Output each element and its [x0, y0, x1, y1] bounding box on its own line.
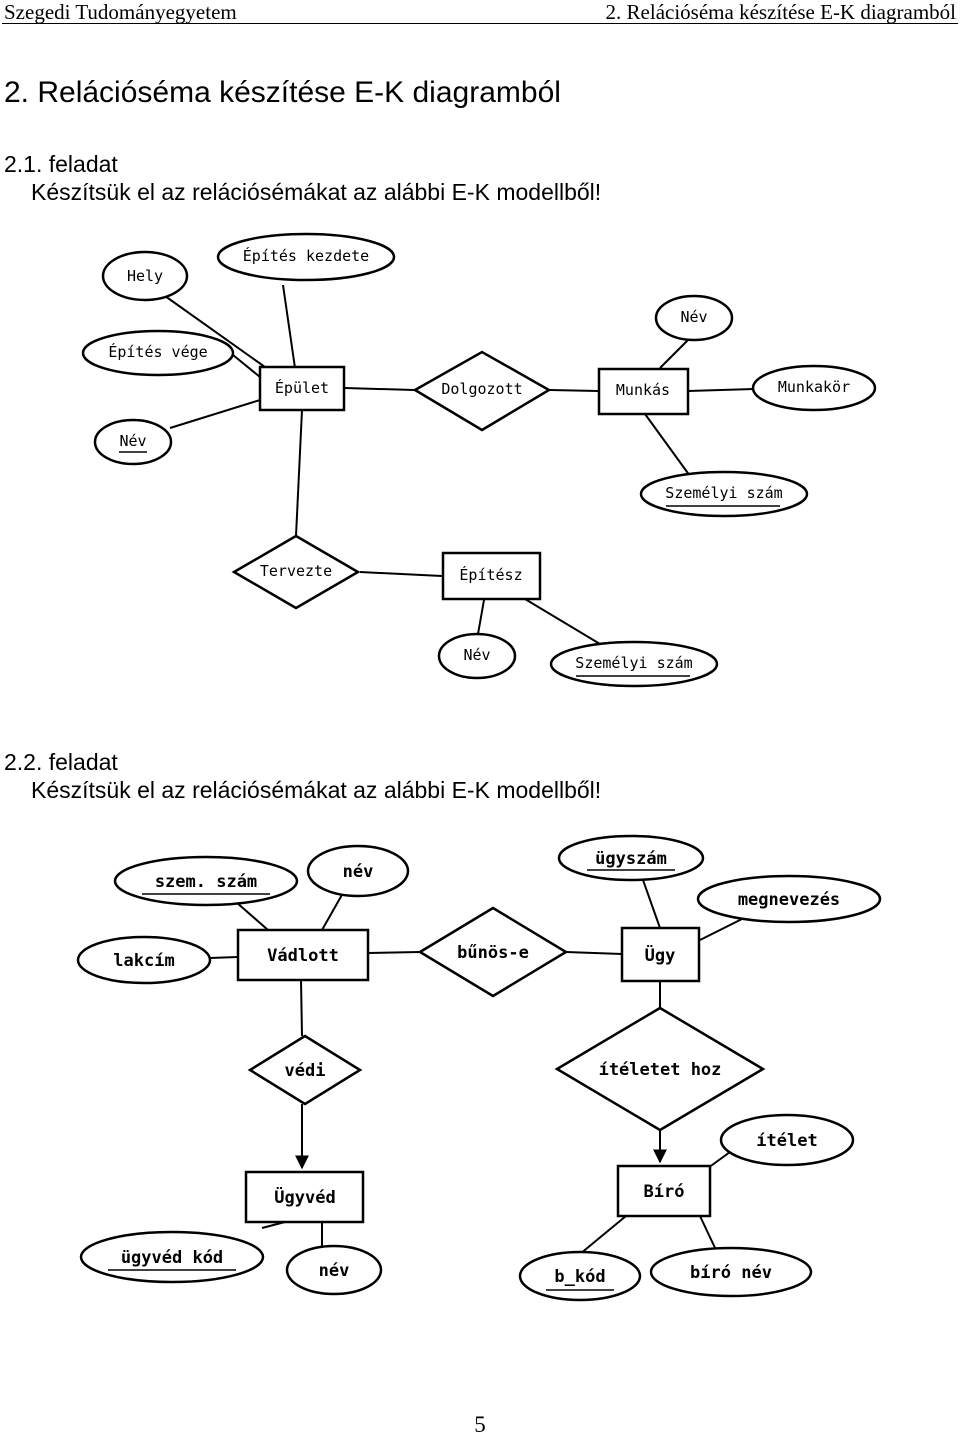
- attr-ugyszam: [557, 834, 705, 882]
- er-diagram-1: Hely Építés kezdete Építés vége Név Név …: [81, 232, 877, 688]
- task-2-description: Készítsük el az relációsémákat az alábbi…: [31, 777, 602, 803]
- attr-szem-szam-label: szem. szám: [155, 872, 257, 892]
- er-diagram-2: szem. szám név lakcím ügyszám megnevezés…: [76, 834, 882, 1302]
- attr-ugyszam-label: ügyszám: [595, 849, 667, 869]
- attr-lakcim: [76, 935, 212, 985]
- attr-biro-nev-label: bíró név: [690, 1263, 772, 1283]
- attr-vadlott-nev: [306, 844, 410, 898]
- attr-ugyved-kod-label: ügyvéd kód: [121, 1248, 223, 1268]
- rel-dolgozott-label: Dolgozott: [441, 380, 522, 398]
- entity-vadlott-label: Vádlott: [267, 946, 339, 966]
- attr-epitesz-szemelyi-szam-label: Személyi szám: [575, 654, 692, 672]
- attr-epites-vege: [81, 329, 235, 377]
- task-2-number: 2.2. feladat: [4, 749, 118, 775]
- attr-epites-kezdete-label: Építés kezdete: [243, 246, 369, 265]
- rel-iteletet-hoz: [554, 1006, 766, 1132]
- page-number: 5: [474, 1412, 486, 1437]
- attr-b-kod-label: b_kód: [554, 1267, 605, 1287]
- attr-megnevezes: [696, 874, 882, 924]
- header-institution: Szegedi Tudományegyetem: [4, 0, 237, 24]
- entity-munkas: [597, 367, 690, 416]
- attr-epulet-nev-label: Név: [119, 432, 146, 450]
- header-chapter: 2. Relációséma készítése E-K diagramból: [605, 0, 956, 24]
- attr-vadlott-nev-label: név: [343, 862, 374, 882]
- attr-b-kod: [518, 1250, 642, 1302]
- attr-hely: [101, 250, 189, 302]
- rel-dolgozott: [412, 350, 552, 432]
- rel-bunos-e-label: bűnös-e: [457, 943, 529, 963]
- entity-epulet-label: Épület: [275, 378, 329, 397]
- attr-megnevezes-label: megnevezés: [738, 890, 840, 910]
- entity-biro: [616, 1164, 712, 1218]
- attr-munkas-szemelyi-szam-label: Személyi szám: [665, 484, 782, 502]
- attr-ugyved-nev: [285, 1244, 383, 1296]
- attr-itelet-label: ítélet: [756, 1131, 817, 1151]
- entity-ugy: [620, 926, 701, 983]
- attr-biro-nev: [649, 1246, 813, 1298]
- attr-szem-szam: [113, 855, 299, 907]
- rel-tervezte-label: Tervezte: [260, 562, 332, 580]
- attr-epitesz-szemelyi-szam: [549, 640, 719, 688]
- entity-vadlott: [236, 928, 370, 982]
- attr-epitesz-nev: [437, 632, 517, 680]
- section-title: 2. Relációséma készítése E-K diagramból: [4, 76, 561, 109]
- task-1-number: 2.1. feladat: [4, 151, 118, 177]
- rel-iteletet-hoz-label: ítéletet hoz: [599, 1060, 722, 1080]
- rel-tervezte: [231, 534, 361, 610]
- entity-ugyved: [244, 1170, 365, 1224]
- attr-epites-kezdete: [216, 232, 396, 282]
- entity-munkas-label: Munkás: [616, 381, 670, 399]
- attr-munkas-nev: [654, 294, 734, 342]
- attr-munkas-nev-label: Név: [680, 308, 707, 326]
- attr-ugyved-nev-label: név: [319, 1261, 350, 1281]
- attr-epites-vege-label: Építés vége: [108, 342, 207, 361]
- attr-hely-label: Hely: [127, 267, 163, 285]
- entity-ugyved-label: Ügyvéd: [274, 1186, 335, 1208]
- task-2: 2.2. feladat Készítsük el az relációsémá…: [4, 748, 601, 804]
- rel-vedi: [247, 1034, 363, 1106]
- attr-munkakor-label: Munkakör: [778, 378, 850, 396]
- attr-munkakor: [751, 364, 877, 412]
- task-1-description: Készítsük el az relációsémákat az alábbi…: [31, 179, 602, 205]
- attr-lakcim-label: lakcím: [113, 951, 174, 971]
- task-1: 2.1. feladat Készítsük el az relációsémá…: [4, 150, 601, 206]
- entity-epulet: [258, 365, 346, 412]
- attr-epulet-nev: [93, 418, 173, 466]
- rel-vedi-label: védi: [285, 1061, 326, 1081]
- attr-epitesz-nev-label: Név: [463, 646, 490, 664]
- attr-munkas-szemelyi-szam: [639, 470, 809, 518]
- entity-epitesz-label: Építész: [459, 565, 522, 584]
- entity-ugy-label: Ügy: [645, 944, 676, 966]
- entity-biro-label: Bíró: [644, 1182, 685, 1202]
- attr-itelet: [719, 1113, 855, 1167]
- rel-bunos-e: [417, 906, 569, 998]
- entity-epitesz: [441, 551, 542, 601]
- header-divider: [2, 23, 958, 24]
